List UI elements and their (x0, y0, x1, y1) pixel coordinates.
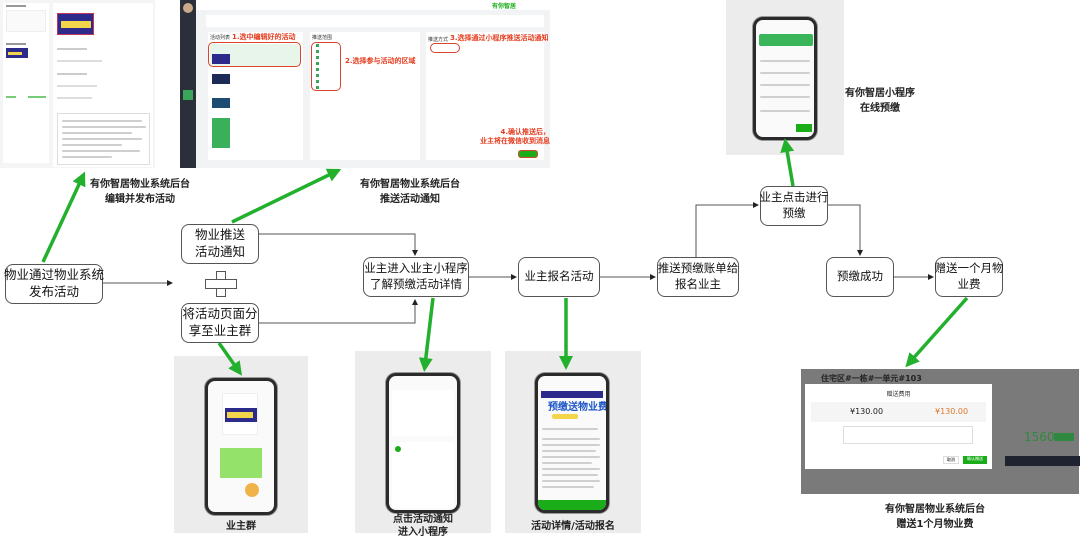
gift-dialog: 赠送费用 ¥130.00 ¥130.00 取消 确认赠送 (805, 384, 992, 469)
banner-title: 预缴送物业费 (548, 402, 608, 413)
node-gift-fee: 赠送一个月物 业费 (935, 257, 1004, 297)
green-arrow-click (418, 297, 435, 372)
confirm-gift-button[interactable]: 确认赠送 (963, 456, 987, 464)
caption-click-notice: 点击活动通知 进入小程序 (393, 514, 453, 538)
brand-logo: 有你智居 (492, 3, 517, 10)
node-register: 业主报名活动 (518, 257, 600, 297)
caption-miniapp-prepay: 有你智居小程序 在线预缴 (845, 88, 915, 114)
caption-edit-publish: 有你智居物业系统后台 编辑并发布活动 (90, 179, 190, 205)
phone-mockup (386, 373, 460, 513)
push-notice-screenshot: 有你智居 活动列表 1.选中编辑好的活动 推送范围 2.选择参与活动的区域 推送… (180, 0, 550, 168)
click-notice-screenshot: 点击活动通知 进入小程序 (355, 351, 491, 538)
caption-owner-group: 业主群 (226, 521, 256, 532)
green-arrow-gift (905, 296, 969, 368)
node-enter-miniapp: 业主进入业主小程序 了解预缴活动详情 (363, 257, 469, 297)
activity-list-title: 活动列表 (210, 35, 231, 41)
amount-left: ¥130.00 (850, 407, 884, 416)
node-push-bill: 推送预缴账单给 报名业主 (657, 257, 739, 297)
caption-push-notice: 有你智居物业系统后台 推送活动通知 (360, 179, 460, 205)
green-arrow-push (231, 168, 342, 224)
activity-detail-screenshot: 预缴送物业费 活动详情/活动报名 (505, 351, 641, 533)
admin-sidebar (180, 0, 196, 168)
node-click-prepay: 业主点击进行 预缴 (760, 186, 829, 226)
confirm-push-button[interactable] (518, 150, 538, 158)
cancel-button[interactable]: 取消 (943, 456, 959, 464)
step-4-annotation: 4.确认推送后， 业主将在微信收到消息 (480, 128, 550, 146)
edge-bill-to-click (695, 202, 759, 257)
step-3-annotation: 3.选择通过小程序推送活动通知 (450, 34, 549, 42)
dialog-title: 赠送费用 (886, 391, 911, 398)
node-prepay-success: 预缴成功 (826, 257, 894, 297)
step-1-annotation: 1.选中编辑好的活动 (232, 33, 296, 41)
node-push-notice: 物业推送 活动通知 (181, 224, 259, 264)
phone-mockup (205, 378, 277, 515)
phone-mockup (753, 17, 817, 140)
edge-push-to-miniapp (259, 233, 418, 256)
gift-fee-screenshot: 住宅区#一栋#一单元#103 1560 赠送费用 ¥130.00 ¥130.00… (801, 369, 1080, 494)
edge-share-to-miniapp (259, 299, 418, 324)
owner-group-screenshot: 业主群 (174, 356, 308, 533)
caption-gift-month: 有你智居物业系统后台 赠送1个月物业费 (885, 504, 985, 530)
green-arrow-group (217, 341, 243, 376)
push-scope-title: 推送范围 (312, 35, 333, 41)
register-button[interactable] (538, 500, 606, 510)
push-method-title: 推送方式 (428, 37, 449, 43)
green-arrow-prepay (780, 138, 795, 187)
miniapp-prepay-screenshot (726, 0, 844, 155)
unit-header: 住宅区#一栋#一单元#103 (821, 374, 922, 383)
amount-right: ¥130.00 (935, 407, 969, 416)
green-arrow-edit (41, 171, 86, 263)
edit-activity-screenshot (0, 0, 155, 168)
phone-mockup: 预缴送物业费 (535, 373, 609, 513)
edge-click-to-success (828, 204, 863, 256)
remark-textarea[interactable] (843, 426, 973, 444)
caption-activity-detail: 活动详情/活动报名 (531, 521, 615, 532)
banner-thumbnail (57, 13, 94, 35)
plus-icon (205, 271, 237, 297)
total-number: 1560 (1024, 430, 1055, 444)
step-2-annotation: 2.选择参与活动的区域 (345, 57, 416, 65)
node-publish-activity: 物业通过物业系统 发布活动 (4, 264, 104, 304)
